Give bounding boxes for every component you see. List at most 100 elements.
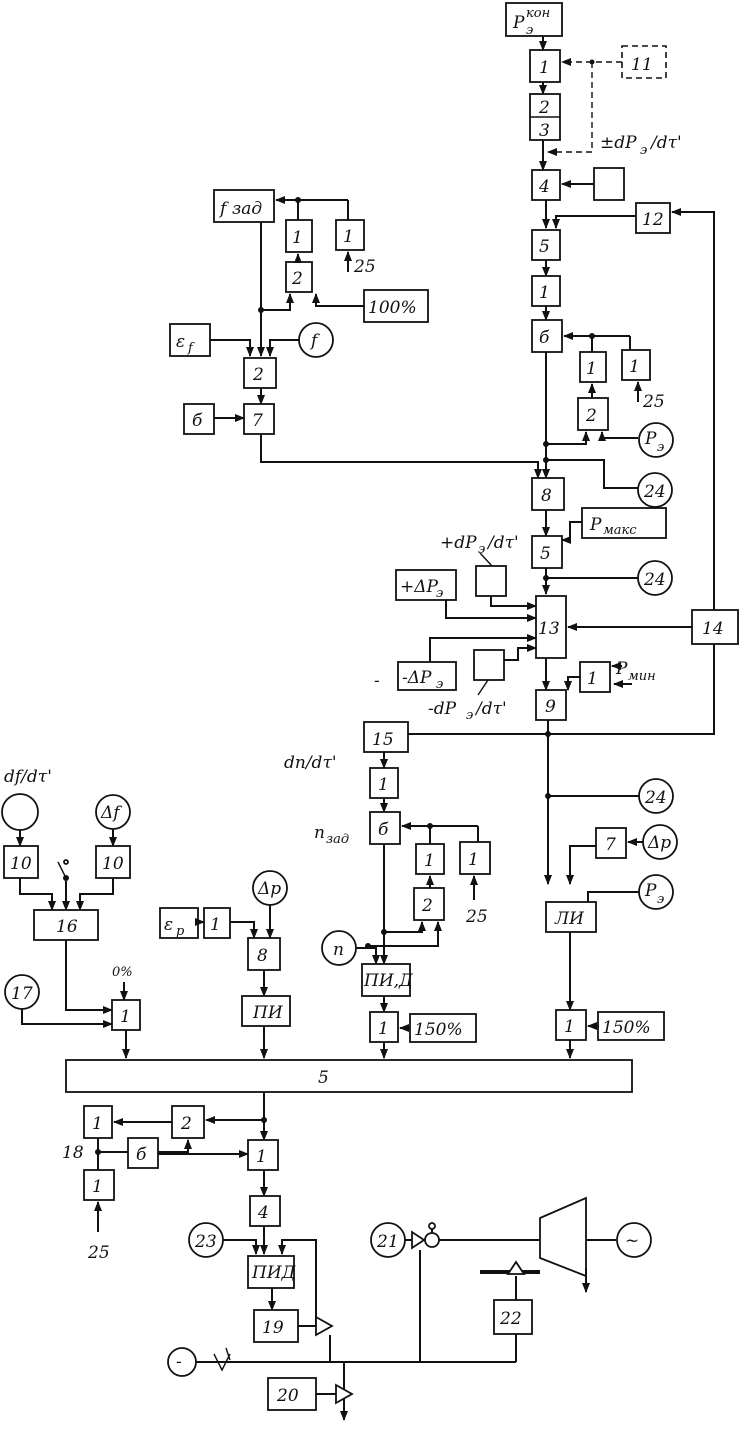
svg-text:1: 1 xyxy=(378,1019,389,1039)
svg-text:f: f xyxy=(187,341,195,356)
svg-text:4: 4 xyxy=(538,177,550,197)
block-1-bot-c: 1 xyxy=(83,1169,115,1201)
svg-text:2: 2 xyxy=(585,406,597,426)
svg-text:15: 15 xyxy=(372,730,394,750)
block-10-a: 10 xyxy=(3,845,39,879)
svg-text:df/dτ': df/dτ' xyxy=(4,767,52,787)
block-2-n: 2 xyxy=(413,887,445,921)
block-1-r6b: 1 xyxy=(621,349,651,381)
block-1-n3: 1 xyxy=(459,841,491,875)
block-1-bot-b: 1 xyxy=(247,1139,279,1171)
svg-text:2: 2 xyxy=(421,896,433,916)
block-1-n2: 1 xyxy=(415,843,445,875)
svg-text:/dτ': /dτ' xyxy=(474,699,507,719)
svg-text:±dP: ±dP xyxy=(600,133,637,153)
circle-17: 17 xyxy=(4,974,40,1010)
svg-text:+ΔP: +ΔP xyxy=(400,577,439,597)
block-pid-bot: ПИД xyxy=(247,1255,297,1289)
delta-p-circle-right: Δp xyxy=(642,824,678,860)
svg-text:+dP: +dP xyxy=(440,533,477,553)
block-5-top: 5 xyxy=(531,229,561,261)
block-7-right: 7 xyxy=(595,827,627,859)
amplifier-21-icon xyxy=(411,1230,426,1250)
block-5-mid: 5 xyxy=(531,535,563,569)
block-2-r6: 2 xyxy=(577,397,609,431)
svg-text:э: э xyxy=(657,440,664,455)
svg-text:ε: ε xyxy=(164,915,173,935)
eps-p-box: ε p xyxy=(159,907,199,939)
pct150-left: 150% xyxy=(409,1013,477,1043)
minus-dPdt-box xyxy=(473,649,505,681)
block-6-n: б xyxy=(369,811,401,845)
block-1-n1: 1 xyxy=(369,767,399,799)
valve-icon xyxy=(424,1222,440,1248)
svg-text:-dP: -dP xyxy=(428,699,457,719)
block-8-right: 8 xyxy=(531,477,565,511)
svg-text:э: э xyxy=(640,143,647,158)
svg-text:1: 1 xyxy=(564,1017,575,1037)
block-pi-d: ПИ,Д xyxy=(361,963,414,997)
svg-text:1: 1 xyxy=(539,283,550,303)
svg-text:2: 2 xyxy=(291,269,303,289)
svg-text:ε: ε xyxy=(176,332,185,352)
pct150-right: 150% xyxy=(597,1011,665,1041)
block-12: 12 xyxy=(635,202,671,234)
svg-text:20: 20 xyxy=(276,1386,299,1406)
plus-dPdt-label: +dP э /dτ' xyxy=(440,533,519,557)
block-1-second: 1 xyxy=(531,275,561,307)
n-circle: n xyxy=(321,930,357,966)
svg-text:21: 21 xyxy=(376,1232,399,1252)
svg-text:Δp: Δp xyxy=(257,879,281,899)
block-b-bot: б xyxy=(127,1137,159,1169)
df-dt-circle xyxy=(1,793,39,831)
svg-text:25: 25 xyxy=(642,392,665,412)
svg-text:13: 13 xyxy=(538,619,560,639)
block-1-f17: 1 xyxy=(111,999,141,1031)
svg-text:1: 1 xyxy=(587,669,598,689)
svg-text:э: э xyxy=(657,892,664,907)
block-8-left: 8 xyxy=(247,937,281,971)
block-1-bot-a: 1 xyxy=(83,1105,113,1139)
block-2-fmain: 2 xyxy=(243,357,277,389)
pe-circle-top: P э xyxy=(638,422,674,458)
block-1-fa: 1 xyxy=(285,219,313,253)
svg-text:10: 10 xyxy=(102,854,124,874)
svg-text:p: p xyxy=(176,924,185,939)
f-circle: f xyxy=(298,322,334,358)
minus-dPdt-label: -dP э /dτ' xyxy=(428,699,507,723)
svg-text:б: б xyxy=(192,411,203,431)
plus-dP-box: +ΔP э xyxy=(395,569,457,601)
block-9: 9 xyxy=(535,689,567,721)
svg-text:2: 2 xyxy=(538,98,550,118)
svg-text:б: б xyxy=(378,820,389,840)
block-16: 16 xyxy=(33,909,99,941)
svg-text:б: б xyxy=(136,1145,147,1165)
svg-text:1: 1 xyxy=(292,228,303,248)
block-19: 19 xyxy=(253,1309,299,1343)
svg-text:ПИ: ПИ xyxy=(252,1003,284,1023)
svg-text:э: э xyxy=(436,586,443,601)
minus-dP-box: -ΔP э xyxy=(397,661,457,692)
circle-23: 23 xyxy=(188,1222,224,1258)
delta-f-circle: Δf xyxy=(95,794,131,830)
block-1-top: 1 xyxy=(529,49,561,83)
block-14: 14 xyxy=(691,609,739,645)
svg-text:f: f xyxy=(218,199,229,219)
svg-text:-: - xyxy=(176,1352,182,1372)
svg-text:23: 23 xyxy=(194,1232,217,1252)
block-1-pid: 1 xyxy=(369,1011,399,1043)
svg-text:dn/dτ': dn/dτ' xyxy=(284,753,337,773)
svg-text:зад: зад xyxy=(326,832,349,847)
svg-text:1: 1 xyxy=(424,851,435,871)
svg-text:1: 1 xyxy=(210,915,221,935)
svg-text:24: 24 xyxy=(643,570,666,590)
svg-text:1: 1 xyxy=(92,1177,103,1197)
svg-text:18: 18 xyxy=(62,1143,84,1163)
svg-text:1: 1 xyxy=(92,1114,103,1134)
p-max-box: P макс xyxy=(581,507,667,539)
circle-21: 21 xyxy=(370,1222,406,1258)
block-11-dashed: 11 xyxy=(621,45,667,79)
svg-text:кон: кон xyxy=(526,6,550,21)
svg-text:-: - xyxy=(374,671,380,691)
